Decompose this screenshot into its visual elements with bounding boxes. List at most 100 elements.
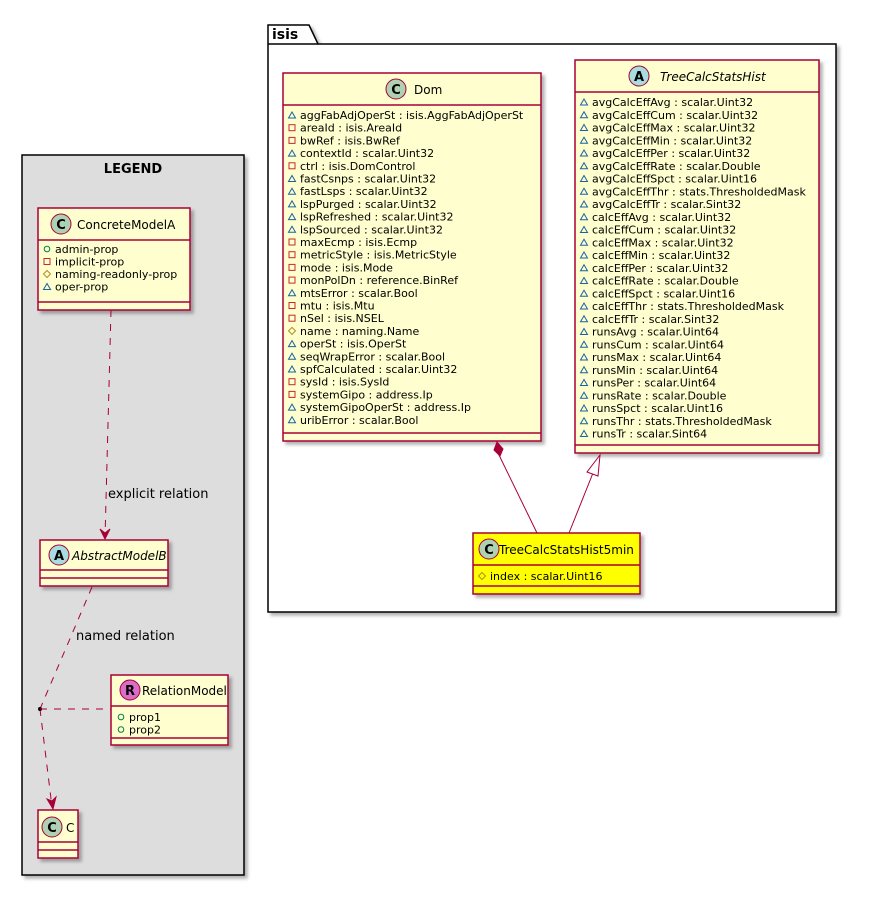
svg-text:A: A bbox=[54, 549, 64, 564]
svg-text:C: C bbox=[391, 83, 401, 98]
class-tree-calc-stats-hist[interactable]: A TreeCalcStatsHist avgCalcEffAvg : scal… bbox=[574, 59, 820, 454]
class-tree-calc-stats-hist-5min[interactable]: C TreeCalcStatsHist5min index : scalar.U… bbox=[472, 532, 641, 595]
attribute-text: prop1 bbox=[129, 711, 161, 724]
package-visibility-icon bbox=[579, 212, 589, 221]
class-c-icon bbox=[41, 816, 63, 838]
private-visibility-icon bbox=[288, 124, 296, 132]
package-visibility-icon bbox=[579, 149, 589, 157]
package-visibility-icon bbox=[579, 200, 589, 208]
package-visibility-icon bbox=[579, 123, 589, 131]
package-visibility-icon bbox=[579, 136, 589, 144]
package-name: isis bbox=[272, 27, 298, 43]
attribute-text: name : naming.Name bbox=[300, 325, 420, 338]
attribute-text: avgCalcEffPer : scalar.Uint32 bbox=[592, 147, 750, 160]
package-visibility-icon bbox=[579, 161, 589, 170]
public-visibility-icon bbox=[43, 245, 51, 253]
attribute-list: index : scalar.Uint16 bbox=[477, 570, 603, 583]
svg-text:C: C bbox=[47, 821, 57, 836]
attribute-text: admin-prop bbox=[55, 243, 118, 256]
attribute-text: calcEffMin : scalar.Uint32 bbox=[592, 249, 730, 262]
class-c[interactable]: C C bbox=[37, 809, 79, 859]
attribute-text: runsThr : stats.ThresholdedMask bbox=[592, 415, 772, 428]
package-visibility-icon bbox=[579, 289, 589, 297]
class-a-icon bbox=[48, 544, 70, 566]
package-visibility-icon bbox=[287, 365, 297, 373]
attribute-text: avgCalcEffMin : scalar.Uint32 bbox=[592, 134, 752, 147]
attribute-text: oper-prop bbox=[55, 281, 108, 294]
package-visibility-icon bbox=[579, 225, 589, 233]
attribute-text: areaId : isis.AreaId bbox=[300, 122, 402, 135]
attribute-text: avgCalcEffAvg : scalar.Uint32 bbox=[592, 96, 753, 109]
svg-text:C: C bbox=[56, 218, 66, 233]
package-visibility-icon bbox=[579, 174, 589, 182]
explicit-relation-arrow: explicit relation bbox=[99, 309, 208, 541]
class-name: AbstractModelB bbox=[71, 549, 167, 563]
package-visibility-icon bbox=[579, 98, 589, 106]
attribute-text: mtu : isis.Mtu bbox=[300, 300, 375, 313]
attribute-list: admin-propimplicit-propnaming-readonly-p… bbox=[42, 243, 177, 294]
private-visibility-icon bbox=[288, 390, 296, 398]
class-abstract-model-b[interactable]: A AbstractModelB bbox=[39, 539, 169, 587]
private-visibility-icon bbox=[288, 238, 296, 246]
attribute-text: runsPer : scalar.Uint64 bbox=[592, 377, 716, 390]
attribute-text: calcEffSpct : scalar.Uint16 bbox=[592, 287, 735, 300]
package-visibility-icon bbox=[579, 110, 589, 119]
class-r-icon bbox=[119, 679, 141, 701]
package-visibility-icon bbox=[579, 416, 589, 425]
class-name: TreeCalcStatsHist bbox=[660, 70, 767, 84]
private-visibility-icon bbox=[288, 263, 296, 271]
package-visibility-icon bbox=[579, 276, 589, 284]
attribute-text: mtsError : scalar.Bool bbox=[300, 287, 418, 300]
package-visibility-icon bbox=[287, 288, 297, 297]
attribute-text: fastCsnps : scalar.Uint32 bbox=[300, 173, 436, 186]
attribute-text: systemGipoOperSt : address.Ip bbox=[300, 401, 471, 414]
attribute-text: calcEffPer : scalar.Uint32 bbox=[592, 262, 728, 275]
class-concrete-model-a[interactable]: C ConcreteModelA admin-propimplicit-prop… bbox=[37, 207, 191, 311]
package-visibility-icon bbox=[287, 187, 297, 195]
composition-relation bbox=[493, 441, 538, 534]
attribute-text: lspRefreshed : scalar.Uint32 bbox=[300, 211, 453, 224]
attribute-text: maxEcmp : isis.Ecmp bbox=[300, 236, 417, 249]
attribute-text: aggFabAdjOperSt : isis.AggFabAdjOperSt bbox=[300, 109, 524, 122]
attribute-text: runsCum : scalar.Uint64 bbox=[592, 338, 724, 351]
package-visibility-icon bbox=[287, 174, 297, 182]
public-visibility-icon bbox=[117, 726, 125, 733]
private-visibility-icon bbox=[288, 136, 296, 144]
attribute-text: avgCalcEffSpct : scalar.Uint16 bbox=[592, 173, 757, 186]
attribute-text: systemGipo : address.Ip bbox=[300, 388, 433, 401]
protected-visibility-icon bbox=[287, 326, 297, 336]
attribute-text: sysId : isis.SysId bbox=[300, 376, 389, 389]
package-visibility-icon bbox=[287, 212, 297, 221]
attribute-text: calcEffRate : scalar.Double bbox=[592, 275, 739, 288]
attribute-text: avgCalcEffTr : scalar.Sint32 bbox=[592, 198, 741, 211]
package-visibility-icon bbox=[287, 415, 297, 424]
private-visibility-icon bbox=[288, 302, 296, 309]
class-a-icon bbox=[628, 65, 650, 87]
package-visibility-icon bbox=[579, 365, 589, 374]
named-relation-arrow: named relation bbox=[38, 586, 175, 811]
package-visibility-icon bbox=[287, 111, 297, 119]
package-visibility-icon bbox=[287, 199, 297, 208]
attribute-text: prop2 bbox=[129, 724, 161, 737]
class-c-icon bbox=[478, 538, 500, 560]
private-visibility-icon bbox=[288, 251, 296, 259]
private-visibility-icon bbox=[288, 378, 296, 386]
package-visibility-icon bbox=[579, 327, 589, 335]
protected-visibility-icon bbox=[42, 269, 52, 279]
attribute-text: runsTr : scalar.Sint64 bbox=[592, 428, 707, 441]
explicit-relation-label: explicit relation bbox=[108, 487, 208, 502]
package-visibility-icon bbox=[579, 340, 589, 348]
attribute-text: avgCalcEffMax : scalar.Uint32 bbox=[592, 122, 755, 135]
attribute-text: contextId : scalar.Uint32 bbox=[300, 147, 434, 160]
class-name: TreeCalcStatsHist5min bbox=[498, 543, 634, 557]
class-dom[interactable]: C Dom aggFabAdjOperSt : isis.AggFabAdjOp… bbox=[282, 72, 542, 442]
class-c-icon bbox=[50, 213, 72, 235]
package-visibility-icon bbox=[579, 429, 589, 437]
package-visibility-icon bbox=[579, 251, 589, 259]
attribute-text: runsMax : scalar.Uint64 bbox=[592, 351, 721, 364]
package-visibility-icon bbox=[579, 314, 589, 323]
attribute-text: calcEffMax : scalar.Uint32 bbox=[592, 236, 734, 249]
package-visibility-icon bbox=[287, 352, 297, 360]
